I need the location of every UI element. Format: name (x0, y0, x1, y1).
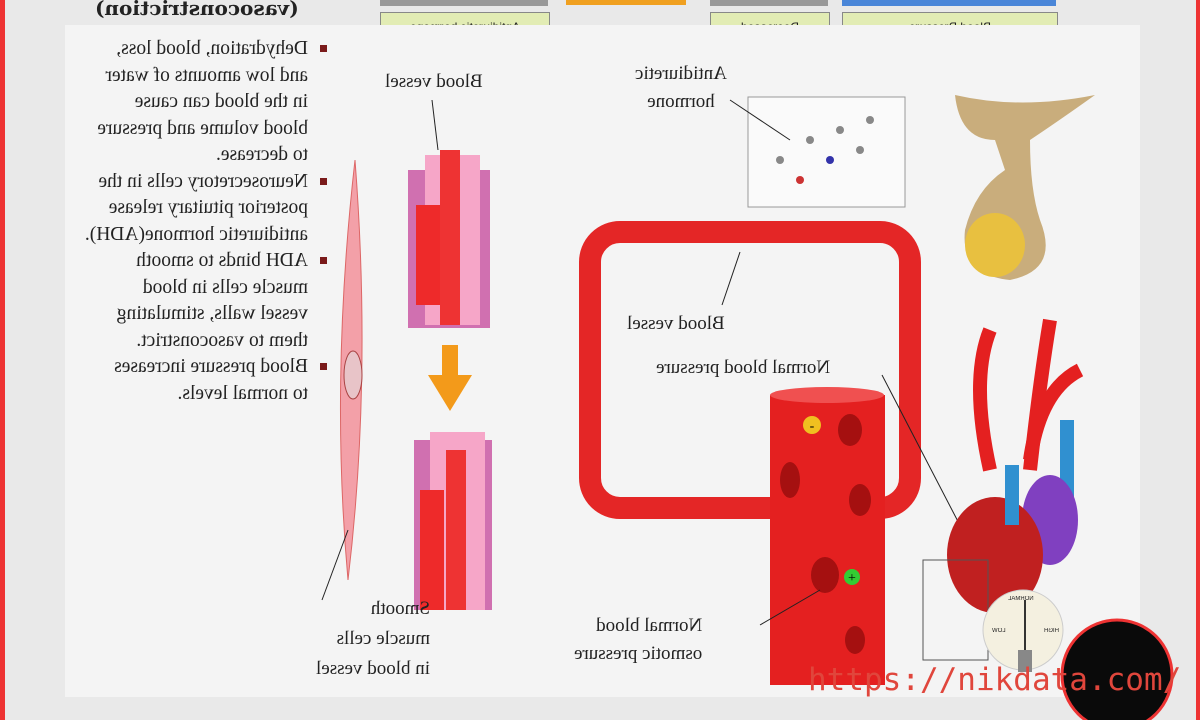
pointer-line (321, 529, 349, 601)
line: muscle cells (336, 628, 430, 649)
flow-bar (842, 0, 1056, 6)
label-adh: Antidiuretic hormone (635, 60, 727, 116)
gauge-normal: NORMAL (1008, 596, 1034, 602)
label-blood-vessel-top: Blood vessel (385, 71, 483, 92)
plus-icon (844, 569, 860, 585)
line: in blood vessel (316, 658, 430, 679)
logo-circle (1060, 618, 1174, 720)
svg-text:+: + (848, 571, 856, 586)
minus-icon (803, 416, 821, 434)
vessel-section (770, 395, 885, 685)
line: Normal blood (596, 615, 703, 636)
heart (947, 318, 1084, 613)
watermark: https://nikdata.com/ (808, 662, 1182, 698)
label-blood-vessel-loop: Blood vessel (627, 313, 725, 334)
line: osmotic pressure (574, 643, 703, 664)
line: Smooth (370, 598, 430, 619)
blood-vessel-loop (579, 221, 921, 519)
flow-bar (380, 0, 548, 6)
gauge-low: LOW (992, 628, 1006, 634)
line: hormone (647, 91, 715, 112)
vessel-bottom (414, 432, 492, 610)
down-arrow-icon (428, 345, 472, 411)
adh-molecule (747, 96, 906, 208)
left-border (0, 0, 5, 720)
vessel-top (408, 150, 490, 328)
flow-bar (710, 0, 828, 6)
label-osmotic: Normal blood osmotic pressure (574, 612, 702, 668)
right-border (1196, 0, 1200, 720)
nucleus (343, 350, 363, 400)
flow-arrow (566, 0, 686, 5)
label-normal-bp: Normal blood pressure (656, 357, 831, 378)
line: Antidiuretic (635, 63, 727, 84)
gauge-high: HIGH (1044, 628, 1059, 634)
svg-text:-: - (810, 419, 815, 434)
label-smooth-muscle: Smooth muscle cells in blood vessel (316, 594, 430, 684)
pituitary-gland (955, 95, 1095, 280)
